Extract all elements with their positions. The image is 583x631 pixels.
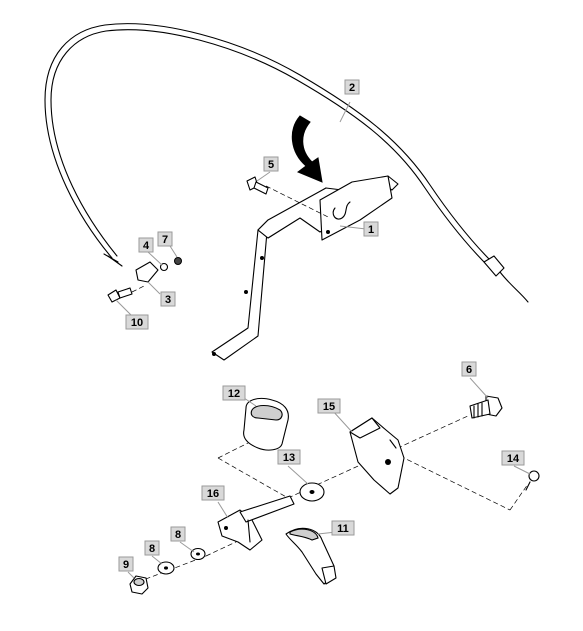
callout-label: 12 <box>228 388 240 400</box>
washer-part-8-large <box>157 561 175 575</box>
washer-part-8-small <box>190 547 206 561</box>
callout-8-small-washer: 8 <box>170 526 186 542</box>
bracket-part <box>211 175 399 361</box>
cover-part-11 <box>285 527 337 585</box>
callout-label: 16 <box>207 488 219 500</box>
callout-5: 5 <box>263 156 279 172</box>
callout-3: 3 <box>160 291 176 307</box>
bolt-5-axis <box>265 185 331 219</box>
callout-12: 12 <box>222 385 246 401</box>
callout-label: 8 <box>175 529 181 541</box>
bolt-part-6 <box>469 395 503 419</box>
callout-14: 14 <box>501 450 525 466</box>
callout-8-large-washer: 8 <box>144 540 160 556</box>
callout-6: 6 <box>461 361 477 377</box>
bolt-part-5 <box>246 176 269 195</box>
callout-label: 14 <box>507 453 520 465</box>
callout-2: 2 <box>344 79 360 95</box>
callout-9: 9 <box>118 556 134 572</box>
callout-label: 9 <box>123 559 129 571</box>
callout-10: 10 <box>125 314 149 330</box>
shaft-bracket-part-16 <box>217 495 295 551</box>
callout-13: 13 <box>277 449 301 465</box>
washer-part-13 <box>299 482 325 502</box>
callout-label: 11 <box>337 523 349 535</box>
callout-11: 11 <box>331 520 355 536</box>
callout-label: 4 <box>143 240 150 252</box>
lever-part-15 <box>349 417 405 495</box>
callout-label: 5 <box>268 159 274 171</box>
callout-15: 15 <box>317 398 341 414</box>
ball-stud-part-14 <box>525 470 540 491</box>
callout-label: 8 <box>149 543 155 555</box>
callout-label: 3 <box>165 294 171 306</box>
callout-label: 2 <box>349 82 355 94</box>
curved-arrow-icon <box>291 115 323 183</box>
callout-label: 7 <box>162 234 168 246</box>
callout-7: 7 <box>157 231 173 247</box>
callout-label: 6 <box>466 364 472 376</box>
callout-label: 15 <box>323 401 335 413</box>
callout-label: 10 <box>131 317 143 329</box>
callout-16: 16 <box>201 485 225 501</box>
leader-lines <box>115 101 531 579</box>
knob-part-12 <box>243 397 289 451</box>
cable-assembly <box>44 23 529 303</box>
clip-assembly <box>107 257 182 303</box>
callout-4: 4 <box>138 237 154 253</box>
callout-label: 13 <box>283 452 295 464</box>
nut-part-9 <box>129 575 149 595</box>
callout-1: 1 <box>363 221 379 237</box>
callout-label: 1 <box>368 224 374 236</box>
